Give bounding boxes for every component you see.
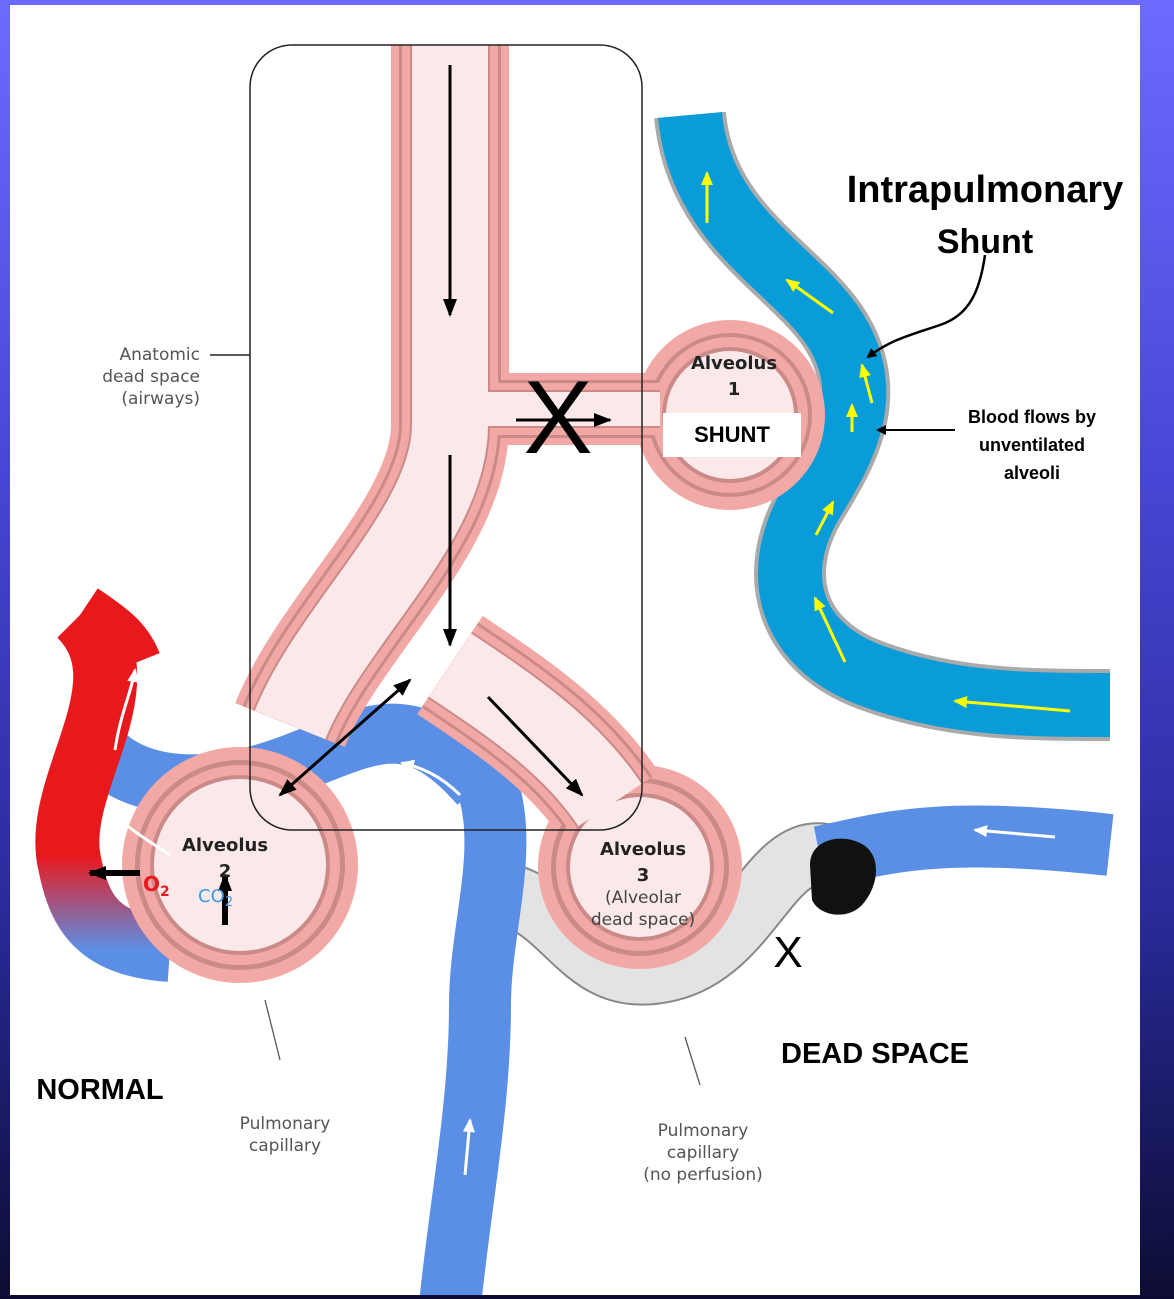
alveolus-1-title: Alveolus bbox=[691, 353, 777, 374]
anatomic-label-1: Anatomic bbox=[119, 345, 200, 365]
clot bbox=[810, 839, 876, 915]
normal-label: NORMAL bbox=[36, 1074, 163, 1106]
blood-flows-line-3: alveoli bbox=[1004, 463, 1060, 483]
blood-flows-line-1: Blood flows by bbox=[968, 407, 1096, 427]
alveolus-3-sub1: (Alveolar bbox=[605, 888, 681, 908]
alveolus-3-number: 3 bbox=[637, 865, 650, 886]
alveolus-3-sub2: dead space) bbox=[591, 910, 695, 930]
alveolus-2-title: Alveolus bbox=[182, 835, 268, 856]
pulmonary-vein-bottom bbox=[450, 725, 495, 1295]
shunt-label: SHUNT bbox=[694, 422, 770, 447]
pulmonary-capillary-label-2: capillary bbox=[249, 1136, 321, 1156]
no-perfusion-label-3: (no perfusion) bbox=[643, 1165, 763, 1185]
blocked-airway-x: X bbox=[523, 360, 592, 476]
alveolus-2-number: 2 bbox=[219, 861, 232, 882]
no-perfusion-x: X bbox=[773, 928, 802, 977]
dead-space-label: DEAD SPACE bbox=[781, 1038, 969, 1070]
anatomic-label-2: dead space bbox=[102, 367, 200, 387]
blood-flows-line-2: unventilated bbox=[979, 435, 1085, 455]
slide-canvas: Anatomic dead space (airways) Alveolus 1… bbox=[10, 5, 1140, 1295]
shunt-title: Shunt bbox=[937, 223, 1033, 261]
no-perfusion-label-1: Pulmonary bbox=[658, 1121, 749, 1141]
alveolus-3-title: Alveolus bbox=[600, 839, 686, 860]
alveolus-1-number: 1 bbox=[728, 379, 741, 400]
anatomic-label-3: (airways) bbox=[121, 389, 200, 409]
shunt-leader-arrow bbox=[868, 255, 985, 357]
pulmonary-capillary-label-1: Pulmonary bbox=[240, 1114, 331, 1134]
no-perfusion-label-2: capillary bbox=[667, 1143, 739, 1163]
intrapulmonary-title: Intrapulmonary bbox=[847, 169, 1124, 211]
ventilation-perfusion-diagram: Anatomic dead space (airways) Alveolus 1… bbox=[10, 5, 1140, 1295]
